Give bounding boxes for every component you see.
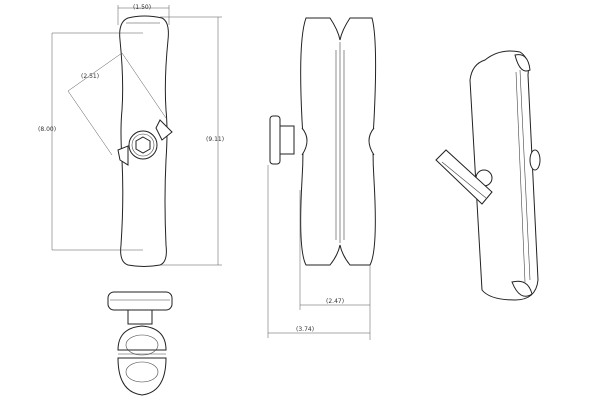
knob-top	[107, 291, 173, 311]
clamp-lower	[117, 357, 167, 396]
knob-stem	[127, 309, 153, 325]
dimension-width: (1.50)	[117, 4, 170, 25]
front-view: (1.50) (9.11) (8.00) (2.51)	[38, 4, 224, 267]
ball-right	[368, 127, 375, 156]
dimension-angled-label: (2.51)	[81, 73, 99, 80]
side-view: (2.47) (3.74)	[267, 17, 377, 340]
ball-left	[301, 127, 308, 156]
dimension-angled: (2.51)	[67, 52, 167, 156]
clamp-upper	[117, 325, 167, 351]
dimension-side-overall: (3.74)	[267, 165, 370, 338]
bottom-view	[107, 291, 173, 396]
isometric-view	[435, 50, 541, 301]
side-knob-stem	[279, 125, 295, 155]
dimension-overall-length: (9.11)	[160, 16, 224, 266]
dimension-ball-spacing: (8.00)	[38, 32, 143, 251]
clamp-knob-angled	[117, 119, 173, 166]
arm-body-side	[300, 17, 377, 266]
iso-knob	[435, 149, 493, 205]
dimension-overall-length-label: (9.11)	[206, 136, 224, 143]
hex-bolt-icon	[135, 136, 151, 154]
dimension-width-label: (1.50)	[133, 4, 151, 11]
dimension-ball-spacing-label: (8.00)	[38, 126, 56, 133]
side-knob	[269, 115, 281, 165]
dimension-side-depth: (2.47)	[299, 190, 371, 340]
dimension-side-depth-label: (2.47)	[326, 298, 344, 305]
dimension-side-overall-label: (3.74)	[296, 326, 314, 333]
